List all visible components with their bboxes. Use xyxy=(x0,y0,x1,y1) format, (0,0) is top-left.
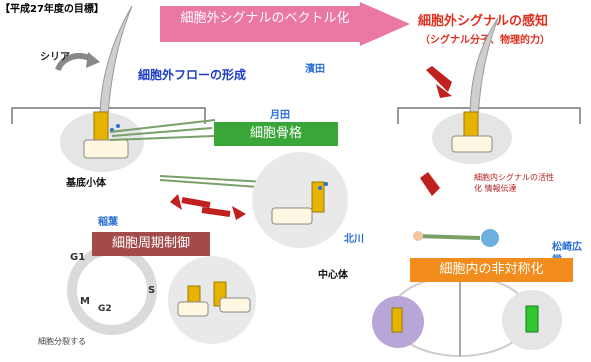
phase-g1-label: G1 xyxy=(70,252,86,263)
pink-arrow-banner xyxy=(160,2,410,46)
signal-receptor-icon xyxy=(481,229,499,247)
red-arrow-icon xyxy=(181,197,211,208)
basal-body-label: 基底小体 xyxy=(66,178,106,189)
cilia-label: シリア xyxy=(40,52,70,63)
membrane-bracket-right xyxy=(397,107,581,124)
centrosome-centriole-icon xyxy=(311,181,325,213)
centriole-barrel-icon xyxy=(83,139,129,159)
flow-formation-label: 細胞外フローの形成 xyxy=(138,68,247,82)
cilium-left xyxy=(99,5,133,119)
researcher-label: 月田 xyxy=(270,110,290,121)
header-title: 【平成27年度の目標】 xyxy=(0,4,104,15)
sensing-title: 細胞外シグナルの感知 xyxy=(418,14,549,29)
down-arrow-icon xyxy=(420,172,440,196)
dividing-cell xyxy=(168,256,256,344)
cilium-right xyxy=(469,17,499,119)
researcher-label: 濱田 xyxy=(305,64,325,75)
phase-m-label: M xyxy=(80,296,90,307)
phase-s-label: S xyxy=(148,285,156,296)
centrosome-cell xyxy=(252,152,348,248)
vectorization-label: 細胞外シグナルのベクトル化 xyxy=(180,11,350,26)
down-arrow-icon xyxy=(426,66,452,92)
centrosome-label: 中心体 xyxy=(318,270,348,281)
intracellular-signal-label: 細胞内シグナルの活性化 情報伝達 xyxy=(474,173,554,193)
cytoskeleton-box: 細胞骨格 xyxy=(214,122,338,146)
researcher-label: 稲葉 xyxy=(98,217,118,228)
bottom-caption: 細胞分裂する xyxy=(38,337,86,346)
phase-g2-label: G2 xyxy=(98,304,112,314)
researcher-label: 北川 xyxy=(344,234,364,245)
cell-cycle-box: 細胞周期制御 xyxy=(92,232,210,256)
asymmetry-box: 細胞内の非対称化 xyxy=(410,258,573,282)
